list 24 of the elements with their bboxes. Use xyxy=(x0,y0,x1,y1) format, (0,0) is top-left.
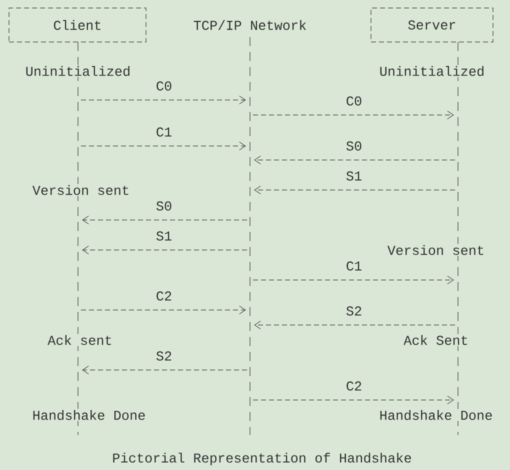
arrow xyxy=(82,246,248,254)
state-label: Handshake Done xyxy=(31,409,147,421)
participant-box: Client xyxy=(8,8,146,42)
state-label: Version sent xyxy=(386,244,486,256)
state-label: Version sent xyxy=(31,184,131,196)
arrow xyxy=(82,366,248,374)
state-label: Uninitialized xyxy=(378,65,486,77)
state-label: Handshake Done xyxy=(378,409,494,421)
arrow xyxy=(252,276,454,284)
arrow xyxy=(80,96,246,104)
network-label: TCP/IP Network xyxy=(192,19,308,31)
state-label: Ack Sent xyxy=(402,334,470,346)
arrow xyxy=(80,142,246,150)
arrow xyxy=(254,320,456,330)
arrow xyxy=(82,216,248,224)
state-label: Uninitialized xyxy=(24,65,132,77)
arrow xyxy=(254,186,456,194)
arrow xyxy=(80,306,246,314)
participant-box: Server xyxy=(370,8,494,42)
arrow xyxy=(252,396,454,404)
arrow xyxy=(252,110,454,120)
caption: Pictorial Representation of Handshake xyxy=(113,452,411,466)
state-label: Ack sent xyxy=(46,334,114,346)
arrow xyxy=(254,156,456,164)
